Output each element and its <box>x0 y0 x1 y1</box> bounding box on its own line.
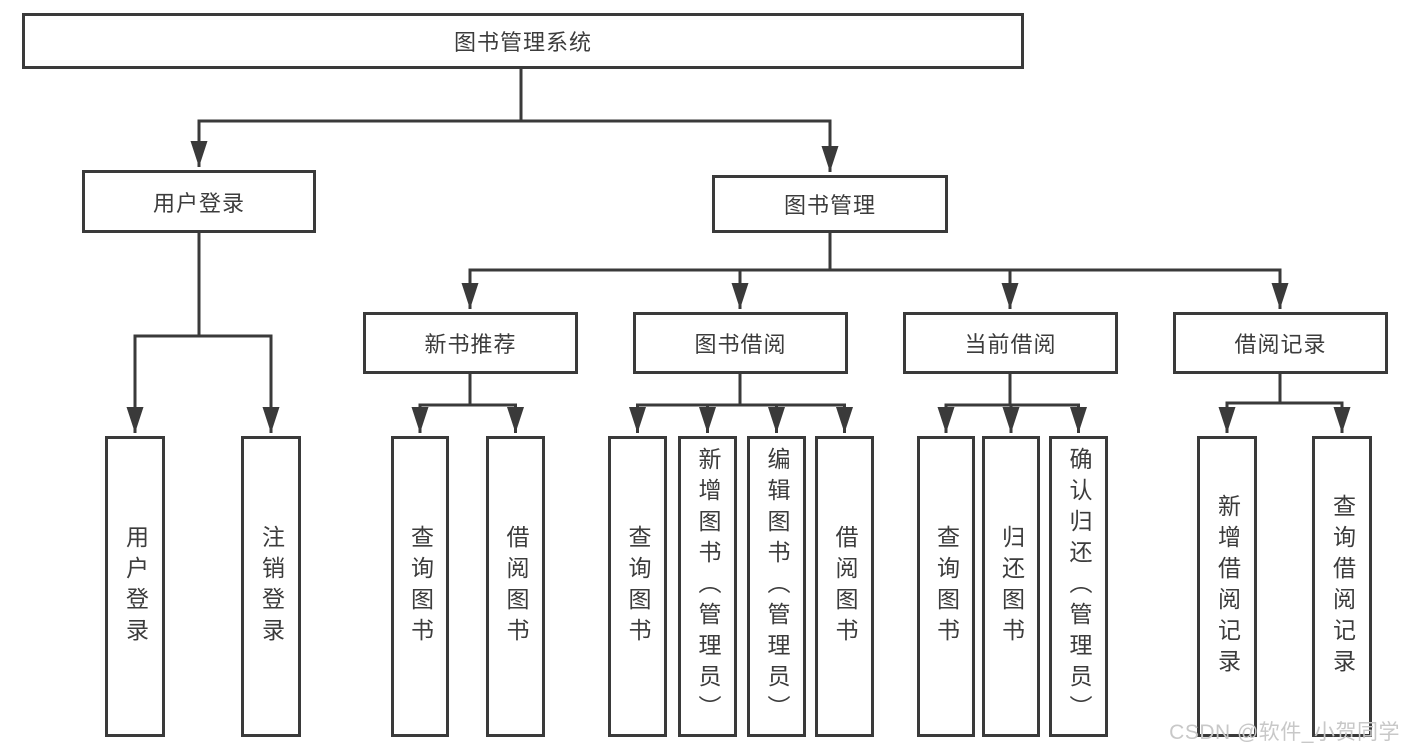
node-label: 当前借阅 <box>964 332 1057 357</box>
node-label: 用户登录 <box>152 190 245 216</box>
node-library-system: 图书管理系统 <box>22 13 1024 69</box>
node-label: 编辑图书（管理员） <box>764 447 790 726</box>
node-book-management: 图书管理 <box>712 175 948 233</box>
node-new-book-recommend: 新书推荐 <box>363 312 578 374</box>
node-label: 新增借阅记录 <box>1214 493 1241 680</box>
node-current-borrow: 当前借阅 <box>903 312 1118 374</box>
node-label: 注销登录 <box>258 524 285 649</box>
leaf-nb-borrow-books: 借阅图书 <box>486 436 545 737</box>
node-book-borrow: 图书借阅 <box>633 312 848 374</box>
leaf-br-query-record: 查询借阅记录 <box>1312 436 1372 737</box>
node-label: 借阅图书 <box>832 524 858 649</box>
node-label: 查询图书 <box>933 524 960 649</box>
node-label: 查询借阅记录 <box>1329 493 1356 680</box>
leaf-bb-borrow-books: 借阅图书 <box>815 436 874 737</box>
leaf-bb-query-books: 查询图书 <box>608 436 667 737</box>
node-label: 图书借阅 <box>694 332 787 357</box>
node-label: 借阅图书 <box>503 524 529 649</box>
node-label: 借阅记录 <box>1234 332 1327 357</box>
node-label: 新书推荐 <box>424 332 517 357</box>
leaf-br-add-record: 新增借阅记录 <box>1197 436 1257 737</box>
leaf-nb-query-books: 查询图书 <box>391 436 449 737</box>
leaf-logout: 注销登录 <box>241 436 301 737</box>
node-borrow-records: 借阅记录 <box>1173 312 1388 374</box>
leaf-cb-query-books: 查询图书 <box>917 436 975 737</box>
node-label: 用户登录 <box>122 524 149 649</box>
node-user-login: 用户登录 <box>82 170 316 233</box>
leaf-bb-edit-books-admin: 编辑图书（管理员） <box>747 436 806 737</box>
node-label: 图书管理 <box>783 193 876 218</box>
leaf-cb-return-books: 归还图书 <box>982 436 1040 737</box>
node-label: 图书管理系统 <box>453 30 592 55</box>
leaf-bb-add-books-admin: 新增图书（管理员） <box>678 436 737 737</box>
node-label: 归还图书 <box>998 524 1025 649</box>
leaf-user-login: 用户登录 <box>105 436 165 737</box>
node-label: 查询图书 <box>625 524 651 649</box>
watermark: CSDN @软件_小贺同学 <box>1169 721 1400 744</box>
node-label: 新增图书（管理员） <box>695 447 721 726</box>
node-label: 确认归还（管理员） <box>1066 447 1092 726</box>
node-label: 查询图书 <box>407 524 434 649</box>
leaf-cb-confirm-return-admin: 确认归还（管理员） <box>1049 436 1108 737</box>
